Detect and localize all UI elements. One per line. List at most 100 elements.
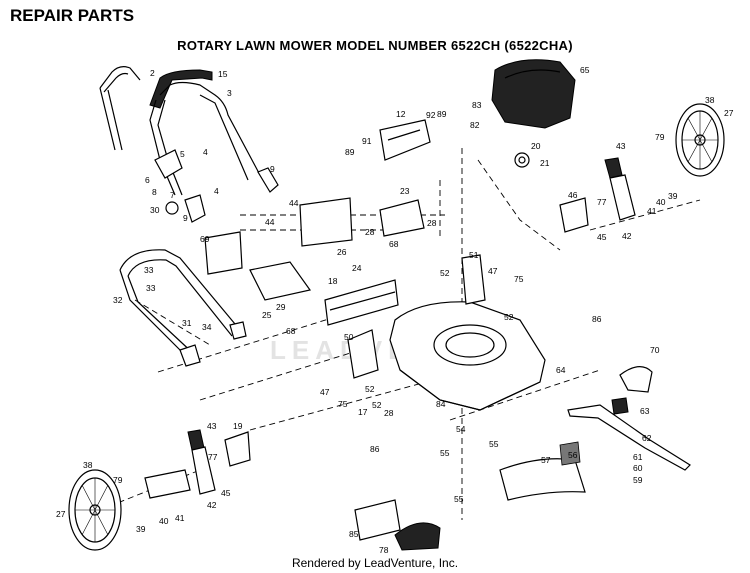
part-label: 8 [152, 187, 157, 197]
part-label: 60 [633, 463, 643, 473]
part-label: 30 [150, 205, 160, 215]
part-label: 59 [633, 475, 643, 485]
part-label: 77 [208, 452, 218, 462]
part-label: 45 [221, 488, 231, 498]
part-label: 69 [200, 234, 210, 244]
part-label: 89 [345, 147, 355, 157]
part-label: 15 [218, 69, 228, 79]
part-label: 39 [668, 191, 678, 201]
part-label: 7 [170, 190, 175, 200]
part-label: 91 [362, 136, 372, 146]
part-label: 56 [568, 450, 578, 460]
part-label: 65 [580, 65, 590, 75]
credit-line: Rendered by LeadVenture, Inc. [291, 556, 459, 570]
part-label: 54 [456, 424, 466, 434]
part-label: 79 [655, 132, 665, 142]
upper-handle [99, 66, 279, 223]
rear-components [204, 119, 431, 326]
part-label: 34 [202, 322, 212, 332]
part-label: 42 [207, 500, 217, 510]
part-label: 78 [379, 545, 389, 555]
part-label: 32 [113, 295, 123, 305]
part-label: 52 [365, 384, 375, 394]
part-label: 51 [469, 250, 479, 260]
part-label: 70 [650, 345, 660, 355]
part-label: 12 [396, 109, 406, 119]
part-labels: 2 15 3 5 4 8 7 6 4 9 30 9 69 44 44 26 28… [56, 65, 734, 555]
part-label: 3 [227, 88, 232, 98]
front-wheel-left [68, 469, 122, 551]
part-label: 84 [436, 399, 446, 409]
part-label: 45 [597, 232, 607, 242]
part-label: 57 [541, 455, 551, 465]
part-label: 68 [389, 239, 399, 249]
part-label: 5 [180, 149, 185, 159]
part-label: 23 [400, 186, 410, 196]
part-label: 79 [113, 475, 123, 485]
part-label: 29 [276, 302, 286, 312]
part-label: 41 [175, 513, 185, 523]
part-label: 28 [384, 408, 394, 418]
part-label: 44 [265, 217, 275, 227]
part-label: 61 [633, 452, 643, 462]
part-label: 40 [656, 197, 666, 207]
part-label: 46 [568, 190, 578, 200]
part-label: 82 [470, 120, 480, 130]
blade [567, 366, 691, 471]
part-label: 86 [592, 314, 602, 324]
height-adjusters [144, 157, 636, 499]
part-label: 38 [705, 95, 715, 105]
part-label: 38 [83, 460, 93, 470]
part-label: 4 [214, 186, 219, 196]
part-label: 75 [514, 274, 524, 284]
part-label: 9 [183, 213, 188, 223]
part-label: 50 [344, 332, 354, 342]
part-label: 33 [146, 283, 156, 293]
part-label: 92 [426, 110, 436, 120]
part-label: 27 [724, 108, 734, 118]
part-label: 18 [328, 276, 338, 286]
part-label: 52 [440, 268, 450, 278]
diagram-title: ROTARY LAWN MOWER MODEL NUMBER 6522CH (6… [177, 38, 573, 53]
part-label: 85 [349, 529, 359, 539]
part-label: 86 [370, 444, 380, 454]
part-label: 41 [647, 206, 657, 216]
part-label: 28 [365, 227, 375, 237]
part-label: 24 [352, 263, 362, 273]
part-label: 77 [597, 197, 607, 207]
rear-wheel-right [675, 103, 725, 177]
part-label: 4 [203, 147, 208, 157]
part-label: 26 [337, 247, 347, 257]
part-label: 62 [642, 433, 652, 443]
part-label: 2 [150, 68, 155, 78]
part-label: 40 [159, 516, 169, 526]
part-label: 52 [372, 400, 382, 410]
part-label: 75 [338, 399, 348, 409]
part-label: 43 [616, 141, 626, 151]
part-label: 55 [454, 494, 464, 504]
part-label: 52 [504, 312, 514, 322]
part-label: 83 [472, 100, 482, 110]
part-label: 68 [286, 326, 296, 336]
page-title: REPAIR PARTS [10, 6, 135, 25]
part-label: 64 [556, 365, 566, 375]
part-label: 43 [207, 421, 217, 431]
part-label: 27 [56, 509, 66, 519]
part-label: 21 [540, 158, 550, 168]
part-label: 39 [136, 524, 146, 534]
part-label: 89 [437, 109, 447, 119]
part-label: 33 [144, 265, 154, 275]
part-label: 6 [145, 175, 150, 185]
part-label: 9 [270, 164, 275, 174]
part-label: 42 [622, 231, 632, 241]
part-label: 20 [531, 141, 541, 151]
mower-deck [347, 197, 589, 411]
part-label: 25 [262, 310, 272, 320]
part-label: 55 [440, 448, 450, 458]
part-label: 63 [640, 406, 650, 416]
chute-parts [354, 441, 586, 551]
part-label: 17 [358, 407, 368, 417]
part-label: 31 [182, 318, 192, 328]
part-label: 47 [488, 266, 498, 276]
